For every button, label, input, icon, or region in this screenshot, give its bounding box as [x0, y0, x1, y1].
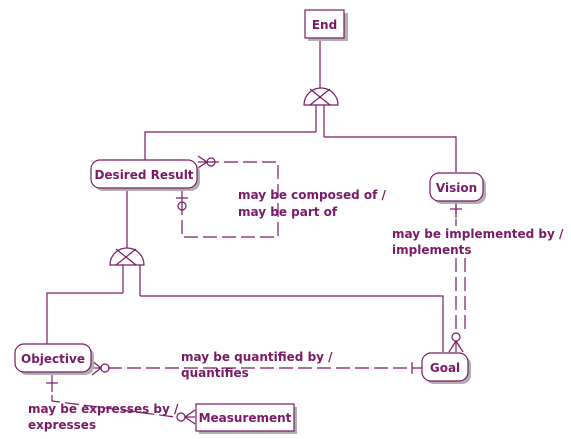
entity-desired-result: Desired Result — [90, 159, 200, 191]
entity-objective-label: Objective — [21, 352, 85, 366]
label-expressed-by: may be expresses by / — [28, 402, 179, 416]
label-quantified-by: may be quantified by / — [181, 350, 333, 364]
vision-goal-relationship — [448, 200, 466, 353]
objective-measurement-relationship — [46, 370, 196, 425]
entity-goal-label: Goal — [430, 361, 460, 375]
desired-result-generalization — [46, 190, 444, 352]
entity-end-label: End — [312, 18, 337, 32]
entity-end: End — [304, 9, 348, 41]
end-generalization — [144, 39, 457, 172]
label-part-of: may be part of — [238, 205, 338, 219]
desired-result-recursive-relationship — [176, 155, 279, 238]
entity-desired-result-label: Desired Result — [94, 168, 193, 182]
entity-vision-label: Vision — [436, 181, 477, 195]
entity-objective: Objective — [14, 343, 94, 375]
label-composed-of: may be composed of / — [238, 188, 387, 202]
entity-measurement-label: Measurement — [199, 411, 292, 425]
entity-measurement: Measurement — [195, 403, 297, 434]
entity-vision: Vision — [429, 172, 486, 204]
label-quantifies: quantifies — [181, 366, 249, 380]
label-implemented-by: may be implemented by / — [392, 227, 564, 241]
entity-goal: Goal — [421, 352, 471, 384]
label-expresses: expresses — [28, 418, 96, 432]
label-implements: implements — [392, 243, 472, 257]
